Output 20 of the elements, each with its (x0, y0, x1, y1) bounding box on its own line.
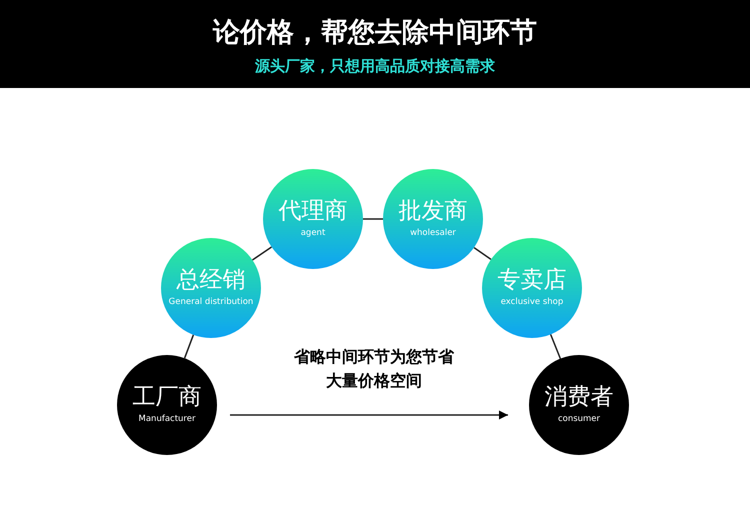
connector-line (363, 218, 383, 220)
connector-line (184, 334, 194, 358)
node-subtitle: exclusive shop (500, 297, 564, 308)
connector-line (252, 246, 272, 261)
connector-line (550, 334, 562, 359)
node-title: 代理商 (278, 198, 348, 224)
node-subtitle: agent (300, 228, 326, 240)
node-subtitle: consumer (558, 414, 600, 426)
node-title: 专卖店 (498, 268, 566, 294)
node-subtitle: Manufacturer (138, 414, 196, 426)
node-subtitle: wholesaler (410, 228, 456, 240)
node-title: 批发商 (398, 198, 468, 224)
node-title: 总经销 (176, 268, 246, 294)
node-subtitle: General distribution (168, 297, 254, 308)
node-title: 工厂商 (132, 384, 202, 410)
node-title: 消费者 (544, 384, 614, 410)
subtitle: 源头厂家，只想用高品质对接高需求 (254, 57, 496, 75)
connector-line (474, 246, 492, 260)
title: 论价格，帮您去除中间环节 (212, 17, 538, 50)
arrow (230, 410, 508, 420)
